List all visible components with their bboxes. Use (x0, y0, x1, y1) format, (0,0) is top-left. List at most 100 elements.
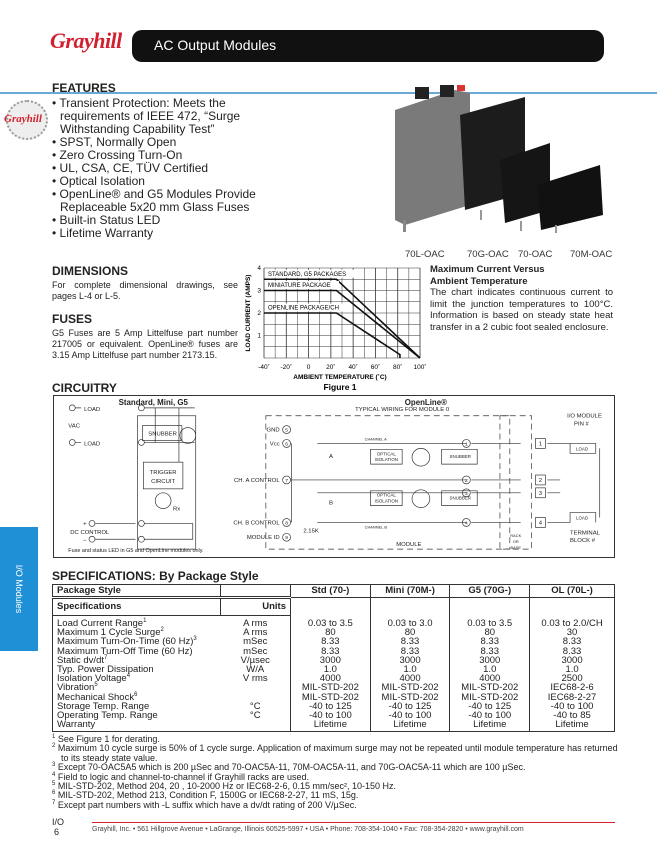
feature-item: Optical Isolation (52, 175, 257, 188)
svg-text:LOAD: LOAD (576, 446, 588, 451)
spec-value: 1.0 (449, 665, 530, 674)
product-label: 70-OAC (518, 249, 553, 260)
spec-value: Lifetime (290, 720, 371, 732)
series-label: MINIATURE PACKAGE (268, 283, 331, 289)
series-label-bg (266, 281, 339, 289)
x-tick-label: 60˚ (371, 363, 380, 371)
svg-text:TYPICAL WIRING FOR MODULE 0: TYPICAL WIRING FOR MODULE 0 (355, 407, 450, 413)
svg-text:CHANNEL A: CHANNEL A (365, 436, 388, 441)
feature-item: UL, CSA, CE, TÜV Certified (52, 162, 257, 175)
spec-name: Warranty (57, 719, 96, 731)
spec-value: 4000 (369, 674, 450, 684)
svg-text:+: + (83, 521, 87, 527)
series-label: STANDARD, G5 PACKAGES (268, 272, 346, 278)
spec-value: IEC68-2-6 (529, 683, 615, 693)
footnote: 5 MIL-STD-202, Method 204, 20 , 10-2000 … (52, 781, 397, 792)
svg-text:LOAD: LOAD (84, 441, 100, 447)
spec-value: 2500 (529, 674, 615, 684)
spec-unit: V/µsec (240, 654, 270, 666)
spec-unit: A rms (243, 618, 268, 629)
pin-number: 4 (465, 520, 468, 526)
spec-value: -40 to 100 (290, 711, 371, 720)
pin (282, 532, 291, 542)
pin (282, 475, 291, 485)
spec-value: 8.33 (369, 646, 450, 656)
side-tab-io-modules[interactable]: I/O Modules (0, 527, 38, 651)
svg-text:B: B (329, 501, 333, 507)
feature-item: Built-in Status LED (52, 214, 257, 227)
spec-value: -40 to 125 (290, 701, 371, 711)
spec-value: 8.33 (290, 646, 371, 656)
svg-text:Rx: Rx (173, 507, 180, 513)
spec-unit (221, 720, 291, 732)
spec-name: Isolation Voltage4 (57, 673, 131, 685)
spec-name: Maximum Turn-On-Time (60 Hz)3 (57, 636, 197, 648)
pin-number: 8 (285, 520, 288, 526)
pin-number: 5 (285, 428, 288, 434)
x-tick-label: 100˚ (413, 363, 426, 371)
svg-text:VAC: VAC (68, 424, 80, 430)
spec-value: 8.33 (529, 637, 615, 647)
terminal (535, 517, 546, 528)
page-title: AC Output Modules (154, 37, 277, 53)
x-tick-label: -20˚ (281, 363, 293, 371)
series-label-bg (266, 303, 343, 312)
series-line (264, 312, 401, 358)
spec-name: Vibration5 (57, 682, 98, 694)
series-label: OPENLINE PACKAGE/CH (268, 306, 339, 312)
svg-text:TRIGGER: TRIGGER (150, 470, 177, 476)
svg-text:BASE: BASE (510, 545, 521, 550)
chart-description: Maximum Current Versus Ambient Temperatu… (430, 264, 613, 333)
spec-value: -40 to 100 (529, 701, 615, 711)
y-axis-label: LOAD CURRENT (AMPS) (245, 275, 252, 352)
svg-text:OPTICAL: OPTICAL (377, 451, 397, 456)
spec-value: 1.0 (290, 665, 371, 674)
spec-value: 3000 (529, 655, 615, 665)
footnote: 1 See Figure 1 for derating. (52, 734, 160, 744)
svg-text:GND: GND (267, 428, 280, 434)
spec-value: 3000 (369, 655, 450, 665)
svg-text:BLOCK #: BLOCK # (570, 538, 596, 544)
x-tick-label: 80˚ (393, 363, 402, 371)
specifications-heading: SPECIFICATIONS: By Package Style (52, 569, 259, 583)
feature-item: SPST, Normally Open (52, 136, 257, 149)
spec-value: 80 (369, 628, 450, 638)
feature-item: Zero Crossing Turn-On (52, 149, 257, 162)
spec-value: MIL-STD-202 (449, 683, 530, 693)
features-list: Transient Protection: Meets the requirem… (52, 97, 257, 240)
spec-name: Storage Temp. Range (57, 700, 150, 712)
specifications-header: Specifications (52, 596, 221, 616)
svg-text:SNUBBER: SNUBBER (450, 454, 471, 459)
spec-value: MIL-STD-202 (290, 692, 371, 702)
svg-text:LOAD: LOAD (576, 515, 588, 520)
svg-text:RACK: RACK (510, 533, 521, 538)
svg-text:I/O MODULE: I/O MODULE (567, 414, 602, 420)
spec-value: 8.33 (449, 646, 530, 656)
grayhill-logo: Grayhill (50, 28, 122, 53)
svg-text:TERMINAL: TERMINAL (570, 530, 601, 536)
svg-text:ISOLATION: ISOLATION (375, 499, 398, 504)
spec-value: 8.33 (529, 646, 615, 656)
spec-value: 3000 (290, 655, 371, 665)
terminal-number: 1 (539, 441, 542, 447)
svg-text:CH. A CONTROL: CH. A CONTROL (234, 478, 280, 484)
pin-number: 2 (465, 478, 468, 484)
x-tick-label: 40˚ (348, 363, 357, 371)
units-header: Units (220, 596, 291, 616)
spec-name: Typ. Power Dissipation (57, 664, 154, 676)
spec-unit: °C (249, 710, 261, 722)
y-tick-label: 3 (257, 288, 261, 295)
svg-text:OR: OR (513, 539, 519, 544)
x-axis-label: AMBIENT TEMPERATURE (˚C) (293, 373, 386, 381)
spec-value: 1.0 (369, 665, 450, 674)
pin (282, 439, 291, 448)
spec-value: 8.33 (369, 637, 450, 647)
svg-text:−: − (83, 538, 87, 544)
pin-number: 1 (465, 441, 468, 447)
spec-unit (221, 683, 291, 692)
spec-name: Mechanical Shock6 (57, 691, 138, 703)
